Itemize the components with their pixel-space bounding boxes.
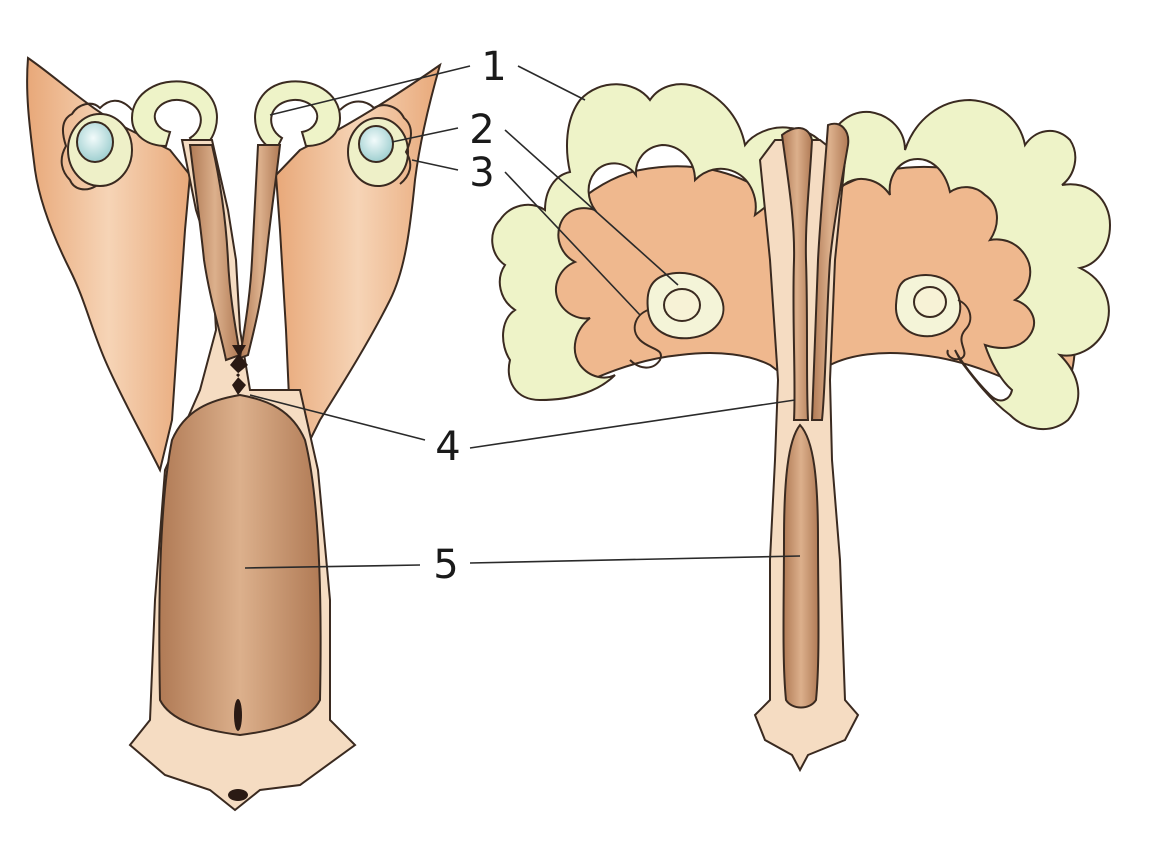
left-oviduct-left <box>60 99 133 191</box>
right-specimen <box>491 83 1112 773</box>
leader-4-left <box>249 394 426 441</box>
label-3: 3 <box>469 150 494 196</box>
left-oviduct-right <box>339 100 412 185</box>
label-2: 2 <box>469 107 494 153</box>
leader-1-left <box>269 65 471 116</box>
left-cervix-lumen <box>188 144 242 362</box>
right-uterine-lumen-right <box>810 122 850 421</box>
leader-lines <box>244 65 801 569</box>
label-1: 1 <box>481 44 506 90</box>
right-vagina-lumen <box>782 423 820 709</box>
leader-2-right <box>504 129 679 286</box>
right-horn-wall <box>491 83 1112 431</box>
right-oviduct-left <box>629 309 662 369</box>
left-cervical-rings <box>230 345 248 395</box>
label-5: 5 <box>433 542 458 588</box>
right-ovary-left-core <box>663 288 701 322</box>
callout-labels: 1 2 3 4 5 <box>433 44 506 588</box>
leader-4-right <box>469 399 796 449</box>
right-oviduct-right <box>946 299 972 361</box>
left-vagina-lumen <box>158 393 322 737</box>
leader-5-left <box>244 564 421 569</box>
leader-5-right <box>469 555 801 564</box>
left-follicle-right <box>358 125 394 163</box>
leader-3-right <box>504 171 641 316</box>
leader-1-right <box>517 65 586 101</box>
leader-2-left <box>391 127 459 143</box>
right-ovary-right-core <box>913 286 947 318</box>
left-vestibule-mark <box>234 699 242 731</box>
right-cervix-lumen <box>780 127 814 421</box>
label-4: 4 <box>435 424 460 470</box>
leader-3-left <box>411 159 459 171</box>
left-specimen <box>26 56 442 812</box>
left-cervix-lumen-right <box>238 144 282 360</box>
left-vestibule-mark-2 <box>228 789 248 801</box>
left-horn-coil-right <box>254 80 342 152</box>
left-horn-coil-left <box>130 80 218 152</box>
left-follicle-left <box>76 121 114 163</box>
